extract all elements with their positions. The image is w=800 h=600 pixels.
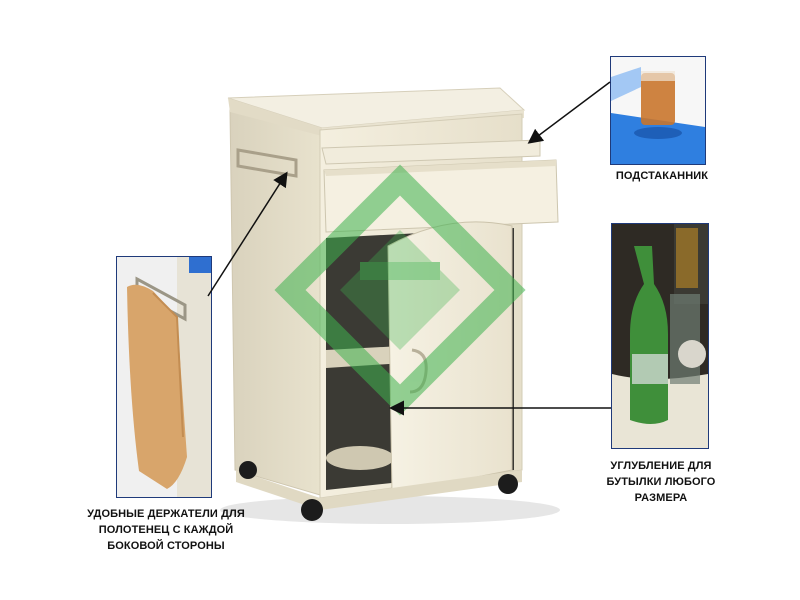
drawer[interactable]: [323, 159, 559, 233]
bottle-recess: [326, 446, 394, 470]
green-logo-watermark: [274, 164, 526, 416]
cup-holder-photo: [610, 56, 706, 165]
towel: [127, 284, 187, 489]
cup-tray[interactable]: [321, 139, 541, 165]
arrow-cup-holder: [527, 81, 611, 144]
drawer-edge: [324, 160, 556, 176]
glass-of-tea: [641, 73, 675, 125]
cup-holder-caption: ПОДСТАКАННИК: [615, 170, 709, 182]
bottle-recess-caption: УГЛУБЛЕНИЕ ДЛЯ БУТЫЛКИ ЛЮБОГО РАЗМЕРА: [606, 460, 716, 504]
caster-wheel: [498, 474, 518, 494]
towel-holder-bar: [236, 148, 298, 178]
arrow-towel-holder: [207, 171, 288, 297]
towel-holders-caption: УДОБНЫЕ ДЕРЖАТЕЛИ ДЛЯ ПОЛОТЕНЕЦ С КАЖДОЙ…: [87, 508, 245, 552]
towel-holder-photo: [116, 256, 212, 498]
caster-wheel: [239, 461, 257, 479]
bottle-recess-photo: [611, 223, 709, 449]
jar: [676, 228, 698, 288]
top-edge-left: [228, 98, 322, 136]
caster-wheel: [301, 499, 323, 521]
